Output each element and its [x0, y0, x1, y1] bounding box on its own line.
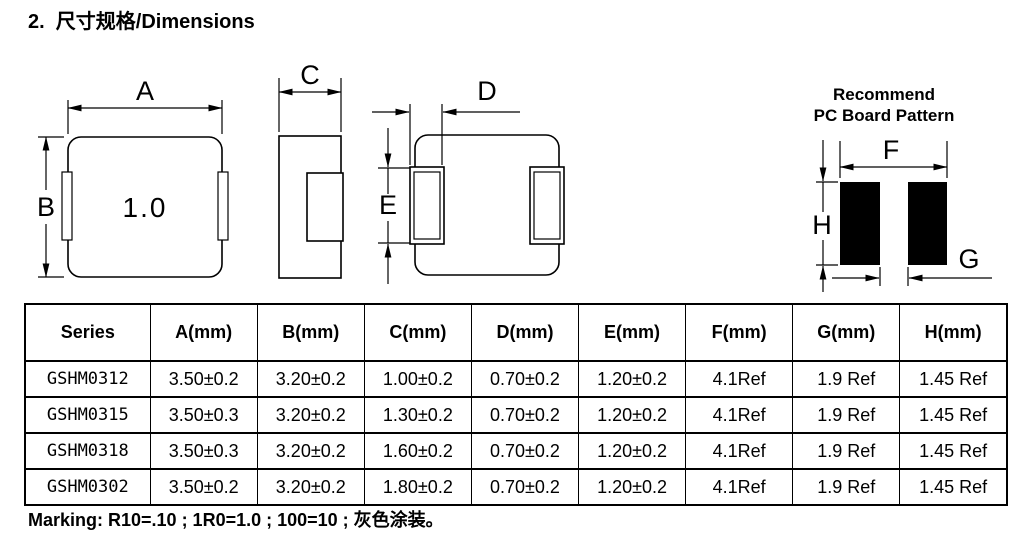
table-cell: 3.50±0.3 — [149, 396, 258, 434]
table-row: GSHM0315 3.50±0.3 3.20±0.2 1.30±0.2 0.70… — [24, 396, 1008, 434]
col-header-series: Series — [24, 303, 151, 362]
col-header-h: H(mm) — [899, 303, 1008, 362]
bottom-view-left-terminal — [409, 166, 445, 245]
col-header-g: G(mm) — [792, 303, 901, 362]
dim-a: A — [67, 76, 223, 134]
table-cell: 1.45 Ref — [899, 396, 1008, 434]
table-cell: 4.1Ref — [685, 468, 794, 506]
dim-b-label: B — [37, 192, 55, 222]
pcb-pad-right — [908, 182, 947, 265]
table-cell: 1.20±0.2 — [577, 468, 687, 506]
table-cell: 0.70±0.2 — [470, 468, 580, 506]
table-cell: 3.20±0.2 — [256, 396, 365, 434]
table-cell: 1.20±0.2 — [577, 360, 687, 398]
side-view-terminal — [306, 172, 344, 242]
col-header-d: D(mm) — [470, 303, 580, 362]
series-cell: GSHM0302 — [24, 468, 151, 506]
col-header-e: E(mm) — [577, 303, 687, 362]
table-cell: 3.50±0.3 — [149, 432, 258, 470]
dim-f: F — [839, 135, 948, 178]
series-cell: GSHM0312 — [24, 360, 151, 398]
table-row: GSHM0312 3.50±0.2 3.20±0.2 1.00±0.2 0.70… — [24, 360, 1008, 398]
pcb-title-line1: Recommend — [833, 85, 935, 104]
table-cell: 1.45 Ref — [899, 468, 1008, 506]
table-cell: 1.9 Ref — [792, 396, 901, 434]
table-cell: 1.45 Ref — [899, 432, 1008, 470]
dim-d: D — [372, 76, 520, 165]
col-header-c: C(mm) — [363, 303, 472, 362]
top-view: 1.0 A B — [37, 76, 229, 278]
component-marking-label: 1.0 — [123, 192, 168, 223]
table-cell: 1.00±0.2 — [363, 360, 472, 398]
dim-h-label: H — [812, 210, 832, 240]
table-cell: 1.80±0.2 — [363, 468, 472, 506]
table-cell: 4.1Ref — [685, 432, 794, 470]
table-header-row: Series A(mm) B(mm) C(mm) D(mm) E(mm) F(m… — [24, 303, 1008, 362]
pcb-pattern: Recommend PC Board Pattern F H — [812, 85, 992, 292]
dim-g-label: G — [958, 244, 979, 274]
dimensions-table: Series A(mm) B(mm) C(mm) D(mm) E(mm) F(m… — [24, 303, 1008, 506]
dim-f-label: F — [883, 135, 900, 165]
table-cell: 1.9 Ref — [792, 468, 901, 506]
table-cell: 1.9 Ref — [792, 360, 901, 398]
table-cell: 1.9 Ref — [792, 432, 901, 470]
table-cell: 1.45 Ref — [899, 360, 1008, 398]
table-row: GSHM0318 3.50±0.3 3.20±0.2 1.60±0.2 0.70… — [24, 432, 1008, 470]
col-header-f: F(mm) — [685, 303, 794, 362]
table-cell: 3.20±0.2 — [256, 360, 365, 398]
col-header-a: A(mm) — [149, 303, 258, 362]
dim-d-label: D — [477, 76, 497, 106]
table-cell: 4.1Ref — [685, 396, 794, 434]
bottom-view: D — [372, 76, 565, 276]
bottom-view-right-terminal — [529, 166, 565, 245]
table-cell: 0.70±0.2 — [470, 360, 580, 398]
pcb-title-line2: PC Board Pattern — [814, 106, 955, 125]
table-row: GSHM0302 3.50±0.2 3.20±0.2 1.80±0.2 0.70… — [24, 468, 1008, 506]
dim-h: H — [812, 140, 838, 292]
series-cell: GSHM0315 — [24, 396, 151, 434]
dim-b: B — [37, 136, 64, 278]
table-cell: 1.20±0.2 — [577, 396, 687, 434]
table-cell: 0.70±0.2 — [470, 396, 580, 434]
pcb-pad-left — [840, 182, 880, 265]
table-cell: 3.20±0.2 — [256, 432, 365, 470]
table-cell: 1.30±0.2 — [363, 396, 472, 434]
dim-g: G — [832, 244, 992, 286]
side-view: C E — [278, 60, 413, 284]
table-cell: 1.20±0.2 — [577, 432, 687, 470]
table-cell: 3.20±0.2 — [256, 468, 365, 506]
col-header-b: B(mm) — [256, 303, 365, 362]
marking-note: Marking: R10=.10 ; 1R0=1.0 ; 100=10 ; 灰色… — [28, 510, 444, 530]
top-view-right-terminal — [217, 171, 229, 241]
table-cell: 3.50±0.2 — [149, 468, 258, 506]
dimension-drawings: 1.0 A B C — [37, 60, 992, 292]
dim-c-label: C — [300, 60, 320, 90]
dim-e: E — [378, 128, 413, 284]
table-cell: 0.70±0.2 — [470, 432, 580, 470]
dim-c: C — [278, 60, 342, 132]
section-title: 2. 尺寸规格/Dimensions — [28, 11, 255, 33]
top-view-left-terminal — [61, 171, 73, 241]
dim-a-label: A — [136, 76, 154, 106]
table-cell: 4.1Ref — [685, 360, 794, 398]
table-cell: 3.50±0.2 — [149, 360, 258, 398]
dim-e-label: E — [379, 190, 397, 220]
series-cell: GSHM0318 — [24, 432, 151, 470]
table-cell: 1.60±0.2 — [363, 432, 472, 470]
